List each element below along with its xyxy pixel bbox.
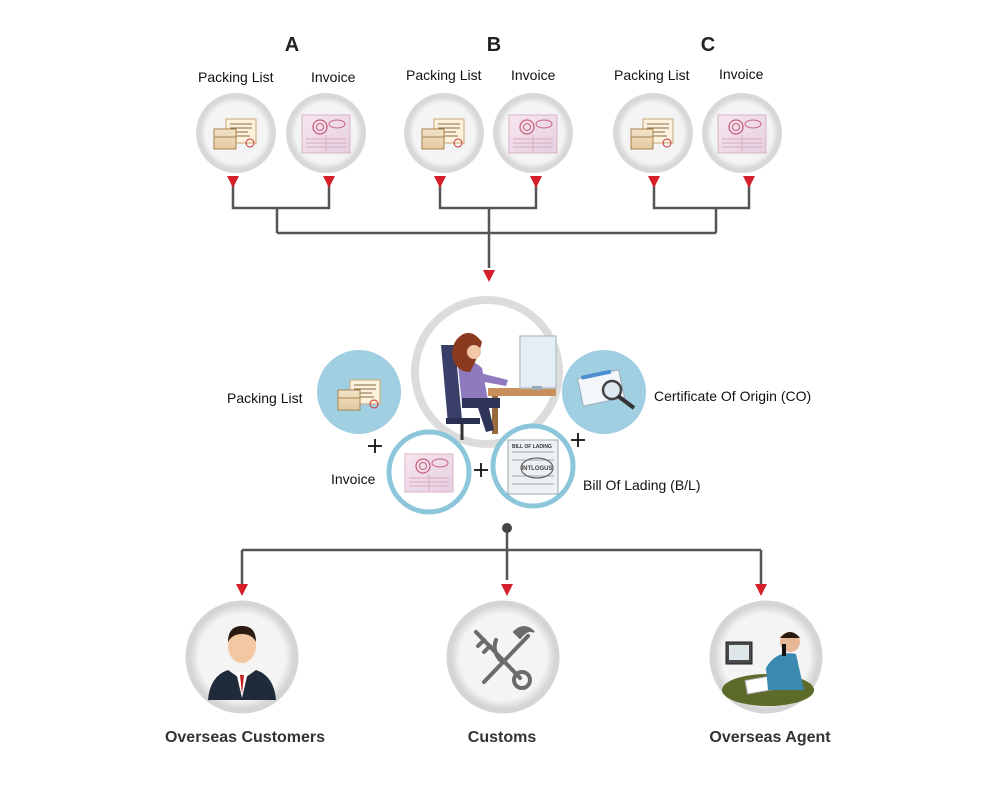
plus-icon xyxy=(571,433,585,447)
top-connectors xyxy=(231,180,751,268)
group-c-invoice-icon[interactable] xyxy=(702,93,782,173)
group-c-packing-list-label: Packing List xyxy=(614,67,690,83)
group-a-invoice-icon[interactable] xyxy=(286,93,366,173)
bottom-arrowheads xyxy=(236,584,767,596)
certificate-of-origin-label: Certificate Of Origin (CO) xyxy=(654,388,812,404)
group-b-packing-list-icon[interactable] xyxy=(404,93,484,173)
group-c-docs xyxy=(613,93,782,173)
bill-of-lading-icon[interactable] xyxy=(490,423,576,509)
group-c-invoice-label: Invoice xyxy=(719,66,764,82)
certificate-of-origin-icon[interactable] xyxy=(562,350,646,434)
plus-icon xyxy=(474,463,488,477)
customs-label: Customs xyxy=(467,729,537,746)
group-a-packing-list-icon[interactable] xyxy=(196,93,276,173)
customs-emblem-icon[interactable] xyxy=(446,600,560,714)
group-b-letter: B xyxy=(486,34,502,56)
consolidated-packing-list-icon[interactable] xyxy=(317,350,401,434)
overseas-agent-label: Overseas Agent xyxy=(709,729,831,746)
plus-icon xyxy=(368,439,382,453)
junction-dot xyxy=(502,523,512,533)
businessman-icon[interactable] xyxy=(185,600,299,714)
bl-doc-title: BILL OF LADING xyxy=(512,444,552,450)
group-b-docs xyxy=(404,93,573,173)
group-b-invoice-icon[interactable] xyxy=(493,93,573,173)
consolidated-invoice-label: Invoice xyxy=(331,471,376,487)
consolidated-packing-list-label: Packing List xyxy=(227,390,303,406)
group-a-letter: A xyxy=(284,34,300,56)
group-c-packing-list-icon[interactable] xyxy=(613,93,693,173)
group-b-invoice-label: Invoice xyxy=(511,67,556,83)
bill-of-lading-label: Bill Of Lading (B/L) xyxy=(583,477,701,493)
top-arrowheads xyxy=(227,176,755,282)
group-a-packing-list-label: Packing List xyxy=(198,69,274,85)
overseas-customers-label: Overseas Customers xyxy=(164,729,326,746)
bl-stamp-text: INTLOGUS xyxy=(522,466,553,472)
group-a-invoice-label: Invoice xyxy=(311,69,356,85)
consolidated-invoice-icon[interactable] xyxy=(386,429,472,515)
group-c-letter: C xyxy=(700,34,716,56)
office-worker-icon xyxy=(411,296,563,448)
bottom-connectors xyxy=(240,528,763,586)
group-b-packing-list-label: Packing List xyxy=(406,67,482,83)
agent-phone-icon[interactable] xyxy=(709,600,823,714)
group-a-docs xyxy=(196,93,366,173)
plus-signs xyxy=(368,433,585,477)
